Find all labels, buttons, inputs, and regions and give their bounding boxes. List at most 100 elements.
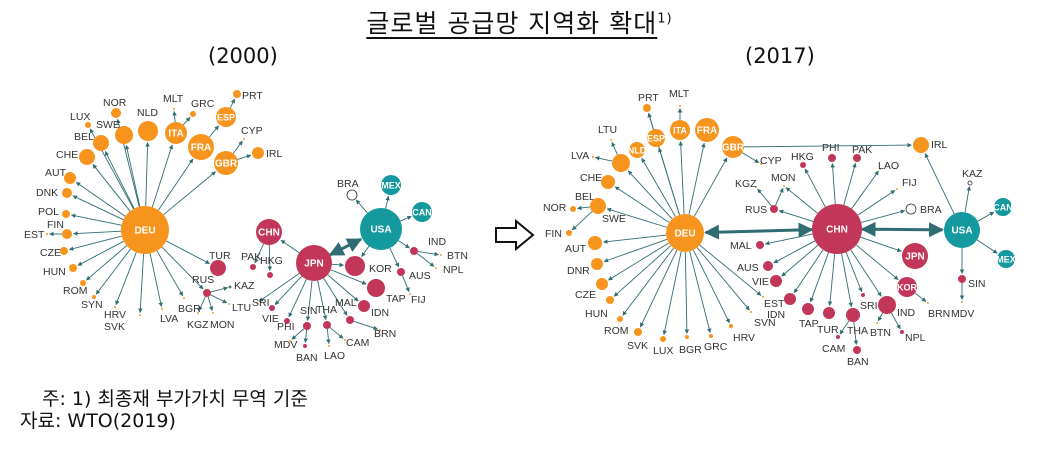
edge-usa-aus bbox=[389, 247, 400, 268]
node-label-rom: ROM bbox=[63, 285, 88, 297]
node-label-hkg: HKG bbox=[791, 151, 814, 163]
edge-sin-ban bbox=[303, 329, 308, 343]
edge-deu-dnr bbox=[603, 238, 668, 263]
edge-deu-nld bbox=[641, 157, 676, 217]
edge-deu-hrv bbox=[115, 252, 137, 306]
node-label-hun: HUN bbox=[43, 266, 66, 278]
edge-che-ltu bbox=[611, 141, 618, 155]
node-irl bbox=[252, 147, 264, 159]
node-ind bbox=[410, 247, 418, 255]
node-label-btn: BTN bbox=[870, 327, 891, 339]
node-label-usa: USA bbox=[370, 225, 391, 236]
node-label-usa: USA bbox=[951, 226, 972, 237]
edge-chn-ind bbox=[850, 249, 882, 297]
edge-deu-svk bbox=[138, 253, 145, 313]
node-can bbox=[994, 198, 1012, 216]
edge-gbr-irl bbox=[743, 142, 912, 148]
node-label-rom: ROM bbox=[604, 325, 629, 337]
edge-ita-mlt bbox=[172, 111, 177, 123]
node-label-tur: TUR bbox=[817, 324, 839, 336]
edge-jpn-mal bbox=[323, 277, 348, 316]
node-rus bbox=[770, 205, 778, 213]
node-label-dnk: DNK bbox=[36, 187, 58, 199]
edge-deu-dnk bbox=[72, 195, 124, 221]
edge-tha-ban bbox=[853, 321, 859, 345]
edge-deu-syn bbox=[95, 248, 131, 295]
node-ita bbox=[670, 120, 690, 140]
edge-fra-esp bbox=[208, 125, 219, 138]
node-gbr bbox=[214, 151, 238, 175]
edge-chn-rus bbox=[778, 209, 814, 222]
edge-usa-kor bbox=[361, 245, 370, 257]
edge-deu-bgr bbox=[156, 250, 184, 297]
node-bel bbox=[601, 175, 615, 189]
node-cze bbox=[596, 278, 608, 290]
node-deu bbox=[666, 214, 704, 252]
node-mon bbox=[212, 312, 214, 314]
node-label-hrv: HRV bbox=[104, 309, 126, 321]
node-label-gbr: GBR bbox=[722, 143, 745, 154]
node-svn bbox=[750, 311, 752, 313]
edge-chn-hkg bbox=[267, 244, 273, 271]
node-label-kgz: KGZ bbox=[735, 178, 757, 190]
edge-ind-btn bbox=[417, 251, 439, 257]
node-label-jpn: JPN bbox=[905, 252, 924, 263]
node-label-sin: SIN bbox=[300, 305, 318, 317]
node-mdv bbox=[961, 301, 963, 303]
edge-ita-grc bbox=[182, 117, 191, 126]
edge-deu-cze bbox=[68, 235, 122, 251]
node-fin bbox=[62, 229, 72, 239]
node-idn bbox=[358, 300, 370, 312]
node-lva bbox=[161, 308, 163, 310]
node-label-jpn: JPN bbox=[304, 259, 323, 270]
edge-tha-cam bbox=[329, 327, 344, 339]
node-nld bbox=[138, 121, 158, 141]
node-label-bra: BRA bbox=[337, 178, 359, 190]
edge-jpn-tap bbox=[330, 269, 367, 285]
node-cam bbox=[836, 335, 840, 339]
edge-deu-cze bbox=[608, 242, 670, 281]
edge-usa-bra bbox=[355, 199, 368, 214]
node-label-npl: NPL bbox=[443, 264, 464, 276]
edge-deu-pol bbox=[70, 213, 122, 226]
edge-jpn-phi bbox=[288, 279, 307, 318]
node-label-lva: LVA bbox=[160, 313, 178, 325]
node-swe bbox=[590, 198, 606, 214]
node-prt bbox=[233, 90, 241, 98]
edge-che-lva bbox=[595, 156, 613, 162]
node-aut bbox=[588, 236, 602, 250]
node-sri bbox=[256, 302, 258, 304]
node-npl bbox=[900, 330, 904, 334]
node-label-irl: IRL bbox=[931, 139, 948, 151]
node-label-pak: PAK bbox=[852, 144, 872, 156]
node-label-cam: CAM bbox=[822, 343, 845, 355]
node-label-svn: SVN bbox=[754, 317, 776, 329]
node-label-tha: THA bbox=[847, 325, 868, 337]
edge-deu-fra bbox=[158, 158, 194, 211]
node-bel bbox=[93, 135, 109, 151]
node-bra bbox=[346, 189, 358, 201]
edge-deu-nld bbox=[145, 142, 150, 207]
node-label-ltu: LTU bbox=[232, 302, 251, 314]
node-jpn bbox=[902, 243, 928, 269]
node-hkg bbox=[800, 162, 806, 168]
edge-ind-btn bbox=[877, 312, 884, 322]
node-label-ban: BAN bbox=[847, 356, 869, 368]
node-bra bbox=[905, 203, 917, 215]
node-lao bbox=[328, 345, 330, 347]
node-label-aus: AUS bbox=[409, 270, 431, 282]
node-rus bbox=[203, 289, 211, 297]
edge-kor-brn bbox=[914, 292, 927, 302]
edge-deu-hun bbox=[613, 245, 672, 297]
node-fin bbox=[566, 230, 572, 236]
node-hrv bbox=[729, 324, 733, 328]
edge-deu-swe bbox=[124, 144, 141, 207]
node-mal bbox=[346, 316, 354, 324]
node-vie bbox=[770, 275, 782, 287]
node-aut bbox=[64, 172, 76, 184]
edge-rus-ltu bbox=[210, 294, 228, 304]
node-fra bbox=[188, 134, 214, 160]
node-label-mex: MEX bbox=[381, 181, 401, 191]
edge-deu-ita bbox=[678, 141, 685, 215]
